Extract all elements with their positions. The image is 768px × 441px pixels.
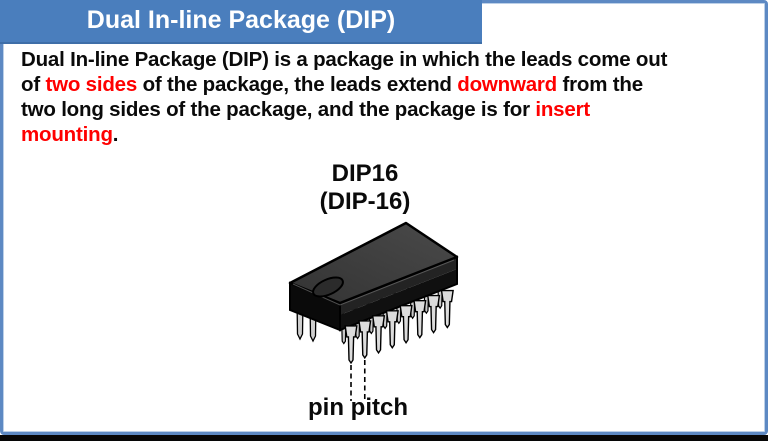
description-line: of two sides of the package, the leads e… [21, 72, 761, 97]
description-line: mounting. [21, 122, 761, 147]
highlighted-term: two sides [45, 73, 138, 96]
chip-front-pin [426, 294, 441, 334]
description-segment: . [112, 123, 119, 146]
chip-front-pin [385, 310, 399, 350]
figure-label-line1: DIP16 [331, 160, 399, 187]
highlighted-term: downward [457, 73, 558, 96]
chip-front-pin [358, 320, 372, 360]
chip-front-pin [413, 299, 427, 339]
page-title: Dual In-line Package (DIP) [86, 5, 396, 34]
chip-edge-highlight [292, 259, 455, 306]
description-segment: of [21, 73, 46, 96]
chip-front-pin [440, 289, 454, 329]
description-segment: Dual In-line Package (DIP) is a package … [21, 48, 668, 71]
chip-front-face [340, 269, 457, 330]
description-text: Dual In-line Package (DIP) is a package … [21, 47, 761, 147]
highlighted-term: mounting [21, 123, 113, 146]
chip-pin1-notch [312, 276, 344, 298]
title-banner: Dual In-line Package (DIP) [0, 0, 482, 44]
chip-front-pin [371, 315, 386, 355]
highlighted-term: insert [535, 98, 590, 121]
dip-chip-svg [288, 221, 459, 401]
description-line: Dual In-line Package (DIP) is a package … [21, 47, 761, 72]
chip-front-face-bevel [340, 257, 457, 315]
dip-chip-illustration [250, 215, 510, 415]
description-segment: from the [557, 73, 644, 96]
chip-front-pin [399, 305, 413, 344]
figure-label: DIP16 (DIP-16) [265, 160, 465, 216]
description-line: two long sides of the package, and the p… [21, 97, 761, 122]
figure-label-line2: (DIP-16) [319, 188, 411, 215]
chip-front-pin [344, 325, 358, 365]
bottom-black-strip [0, 435, 768, 441]
description-segment: of the package, the leads extend [137, 73, 458, 96]
description-segment: two long sides of the package, and the p… [21, 98, 536, 121]
pin-pitch-label: pin pitch [308, 394, 408, 421]
